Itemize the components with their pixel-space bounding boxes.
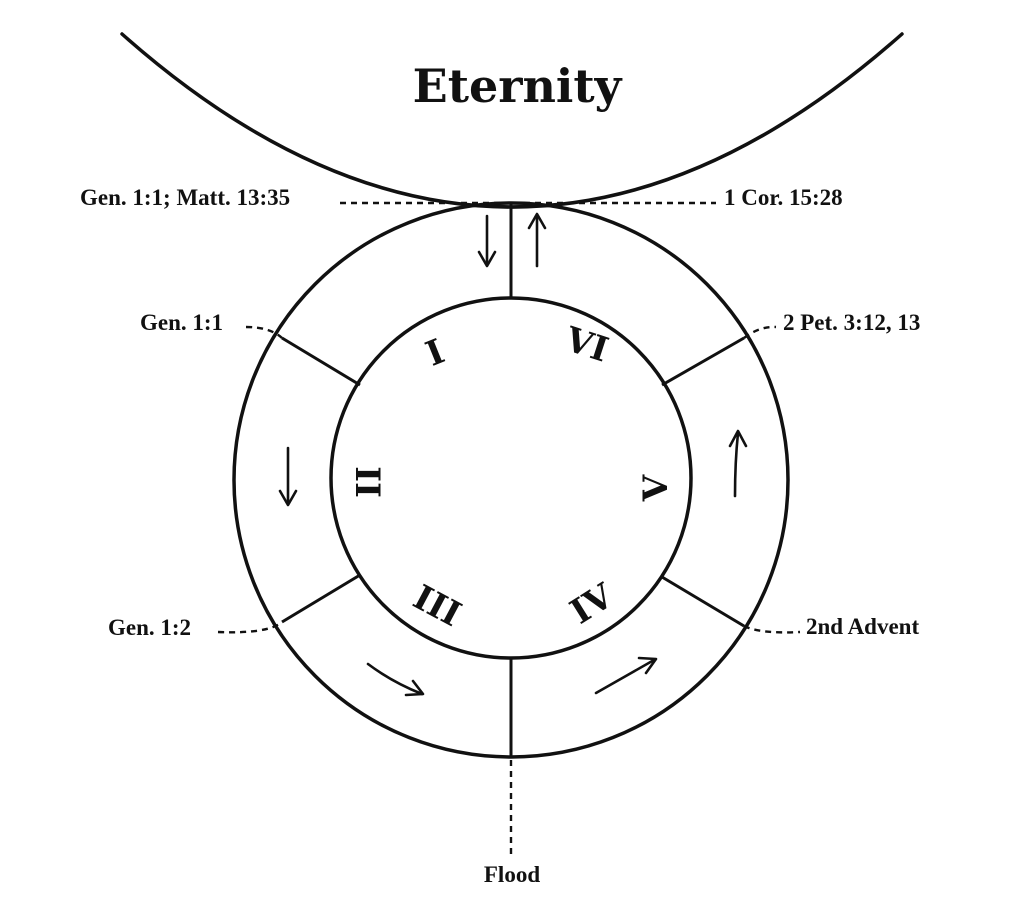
arrow-down-top-icon (477, 214, 497, 268)
leader-pet (743, 325, 777, 339)
numeral-five: V (636, 474, 676, 502)
arrow-right-lower-right-icon (594, 656, 658, 695)
leader-gen-1-1 (245, 325, 283, 339)
divider-lower-right (661, 575, 745, 628)
numeral-three: III (406, 577, 467, 635)
numeral-six: VI (559, 319, 613, 370)
label-flood: Flood (484, 862, 540, 887)
label-pet: 2 Pet. 3:12, 13 (783, 310, 920, 335)
arrow-up-top-icon (527, 212, 547, 268)
eternity-title: Eternity (413, 59, 623, 113)
arrow-right-lower-left-icon (366, 662, 425, 697)
numeral-four: IV (563, 576, 621, 633)
label-advent: 2nd Advent (806, 614, 919, 639)
divider-upper-right (661, 336, 745, 387)
label-consummation: 1 Cor. 15:28 (724, 185, 843, 210)
arrow-up-right-icon (728, 429, 748, 498)
label-gen-1-2: Gen. 1:2 (108, 615, 191, 640)
leader-advent (743, 624, 801, 634)
divider-lower-left (281, 573, 361, 624)
divider-upper-left (281, 336, 361, 387)
label-gen-1-1: Gen. 1:1 (140, 310, 223, 335)
numeral-two: II (347, 466, 387, 498)
numeral-one: I (420, 332, 450, 375)
arrow-down-left-icon (278, 446, 298, 507)
label-creation: Gen. 1:1; Matt. 13:35 (80, 185, 290, 210)
